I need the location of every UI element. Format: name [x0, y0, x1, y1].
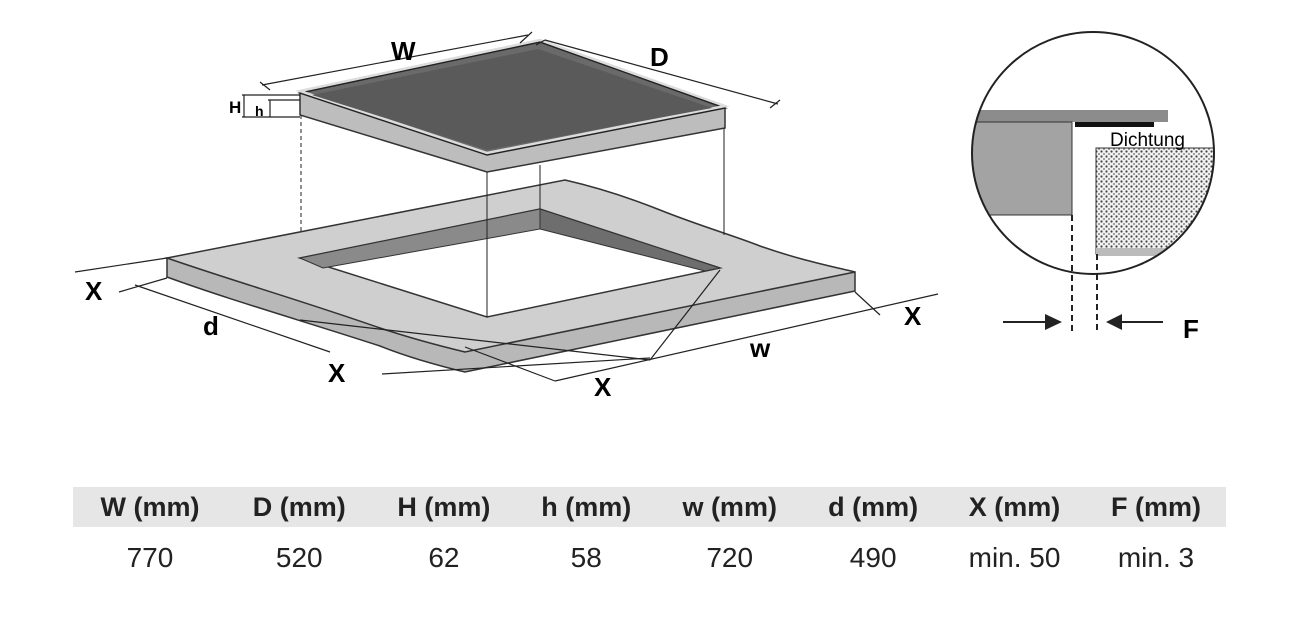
- hob: [295, 38, 730, 173]
- seal-label: Dichtung: [1110, 130, 1185, 151]
- header-h: h (mm): [516, 487, 657, 527]
- table-row: 770 520 62 58 720 490 min. 50 min. 3: [73, 527, 1226, 589]
- label-x-right: X: [904, 301, 922, 331]
- header-H: H (mm): [371, 487, 517, 527]
- header-w: w (mm): [656, 487, 804, 527]
- value-F: min. 3: [1117, 542, 1195, 573]
- value-X: min. 50: [968, 542, 1061, 573]
- value-D: 520: [275, 542, 323, 573]
- header-d: d (mm): [803, 487, 944, 527]
- label-H: H: [229, 98, 241, 117]
- table-header-row: W (mm) D (mm) H (mm) h (mm) w (mm) d (mm…: [73, 487, 1226, 527]
- dimension-labels: W D H h X d X X w X: [85, 36, 922, 402]
- label-x-left: X: [85, 276, 103, 306]
- label-F: F: [1183, 314, 1199, 344]
- gap-dimension: [1003, 215, 1163, 332]
- label-x-bottom-left: X: [328, 358, 346, 388]
- value-d: 490: [849, 542, 897, 573]
- header-W: W (mm): [73, 487, 227, 527]
- header-D: D (mm): [226, 487, 372, 527]
- value-H: 62: [428, 542, 460, 573]
- label-d: d: [203, 311, 219, 341]
- installation-diagram: W D H h X d X X w X Dichtung F: [74, 31, 1215, 402]
- cutout-opening: [297, 208, 723, 318]
- header-X: X (mm): [943, 487, 1086, 527]
- value-W: 770: [126, 542, 174, 573]
- dimension-lines: [74, 31, 939, 382]
- label-w: w: [749, 333, 771, 363]
- label-D: D: [650, 42, 669, 72]
- header-F: F (mm): [1085, 487, 1226, 527]
- label-x-bottom: X: [594, 372, 612, 402]
- label-h: h: [255, 103, 264, 119]
- countertop: [164, 179, 856, 373]
- dimension-table: W (mm) D (mm) H (mm) h (mm) w (mm) d (mm…: [73, 487, 1226, 589]
- value-w: 720: [706, 542, 754, 573]
- seal-detail: Dichtung: [971, 31, 1215, 275]
- label-W: W: [391, 36, 416, 66]
- value-h: 58: [570, 542, 602, 573]
- projection-lines: [300, 115, 725, 317]
